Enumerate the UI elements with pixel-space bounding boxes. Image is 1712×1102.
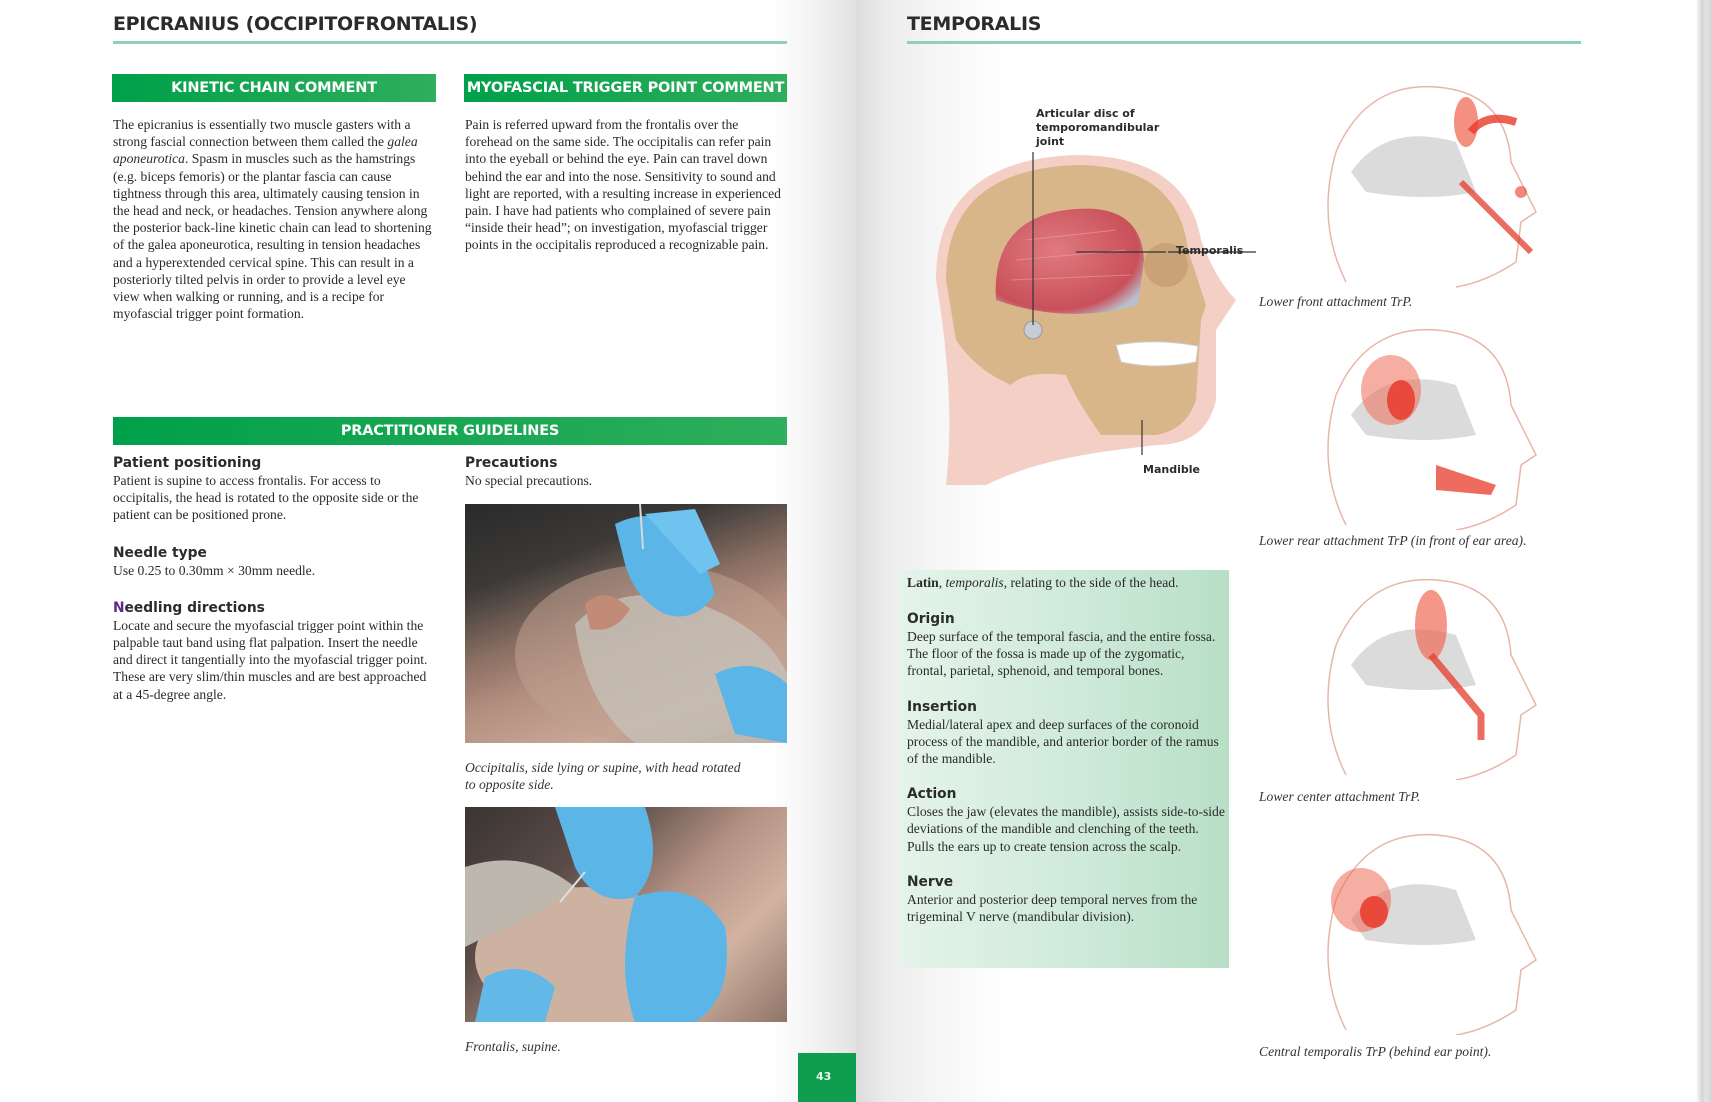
trp-figure-central (1306, 820, 1546, 1036)
trp-figure-lower-front (1306, 72, 1546, 292)
heading-rest: eedling directions (124, 599, 265, 616)
origin-text: Deep surface of the temporal fascia, and… (907, 629, 1216, 679)
insertion-heading: Insertion (907, 698, 977, 715)
disc-label: Articular disc of temporomandibular join… (1036, 107, 1160, 148)
guidelines-right-column: Precautions No special precautions. (465, 454, 787, 489)
head-outline-illustration (1327, 578, 1537, 781)
occipitalis-needling-photo (465, 504, 787, 743)
muscle-info-box: Latin, temporalis, relating to the side … (899, 570, 1229, 968)
kinetic-chain-heading: KINETIC CHAIN COMMENT (112, 74, 436, 102)
trp-caption-central: Central temporalis TrP (behind ear point… (1259, 1044, 1492, 1059)
galea-term: galea aponeurotica (113, 134, 418, 167)
page-title: EPICRANIUS (OCCIPITOFRONTALIS) (113, 13, 478, 35)
skull-illustration (936, 152, 1256, 485)
precautions-heading: Precautions (465, 455, 558, 471)
mandible-label: Mandible (1143, 463, 1200, 476)
occipitalis-photo-caption: Occipitalis, side lying or supine, with … (465, 760, 741, 793)
action-text: Closes the jaw (elevates the mandible), … (907, 804, 1225, 854)
temporalis-anatomy-illustration: Articular disc of temporomandibular join… (916, 100, 1276, 485)
temporalis-label: Temporalis (1176, 244, 1244, 257)
frontalis-photo-caption: Frontalis, supine. (465, 1039, 561, 1054)
trp-caption-lower-center: Lower center attachment TrP. (1259, 789, 1421, 804)
photo-illustration (515, 504, 787, 743)
left-page: EPICRANIUS (OCCIPITOFRONTALIS) KINETIC C… (0, 0, 856, 1102)
kinetic-chain-text: The epicranius is essentially two muscle… (113, 116, 435, 322)
text-part: The epicranius is essentially two muscle… (113, 117, 411, 150)
trp-figure-lower-rear (1306, 315, 1546, 531)
heading-initial: N (113, 599, 125, 616)
precautions-text: No special precautions. (465, 473, 593, 488)
trp-caption-lower-rear: Lower rear attachment TrP (in front of e… (1259, 533, 1527, 548)
patient-positioning-heading: Patient positioning (113, 455, 262, 471)
title-underline (113, 41, 787, 44)
nerve-text: Anterior and posterior deep temporal ner… (907, 891, 1198, 925)
latin-line: Latin, temporalis, relating to the side … (907, 575, 1179, 590)
patient-positioning-text: Patient is supine to access frontalis. F… (113, 473, 419, 523)
head-outline-illustration (1327, 328, 1537, 531)
action-heading: Action (907, 786, 957, 803)
page-number-left: 43 (816, 1070, 832, 1083)
trigger-point-text: Pain is referred upward from the frontal… (465, 117, 781, 253)
trigger-point-heading: MYOFASCIAL TRIGGER POINT COMMENT (464, 74, 787, 102)
origin-heading: Origin (907, 611, 955, 627)
frontalis-needling-photo (465, 807, 787, 1022)
text-part: . Spasm in muscles such as the hamstring… (113, 151, 432, 322)
needling-directions-heading: Needling directions (113, 599, 438, 617)
info-sections: Origin Deep surface of the temporal fasc… (907, 610, 1225, 925)
insertion-text: Medial/lateral apex and deep surfaces of… (907, 716, 1219, 767)
needle-type-text: Use 0.25 to 0.30mm × 30mm needle. (113, 562, 316, 578)
photo-illustration (465, 807, 727, 1022)
title-underline (907, 41, 1581, 44)
right-page: TEMPORALIS Articular disc of temporomand… (856, 0, 1712, 1102)
nerve-heading: Nerve (907, 873, 954, 890)
trp-caption-lower-front: Lower front attachment TrP. (1259, 294, 1413, 309)
guidelines-left-column: Patient positioning Patient is supine to… (113, 454, 438, 703)
needling-directions-text: Locate and secure the myofascial trigger… (113, 617, 428, 702)
latin-word: temporalis (945, 575, 1004, 590)
head-outline-illustration (1327, 833, 1537, 1036)
guidelines-heading: PRACTITIONER GUIDELINES (113, 417, 787, 445)
head-outline-illustration (1327, 85, 1537, 288)
needle-type-heading: Needle type (113, 544, 207, 561)
page-title: TEMPORALIS (907, 13, 1042, 35)
latin-meaning: , relating to the side of the head. (1003, 575, 1179, 590)
trp-figure-lower-center (1306, 565, 1546, 781)
latin-label: Latin (907, 575, 939, 590)
